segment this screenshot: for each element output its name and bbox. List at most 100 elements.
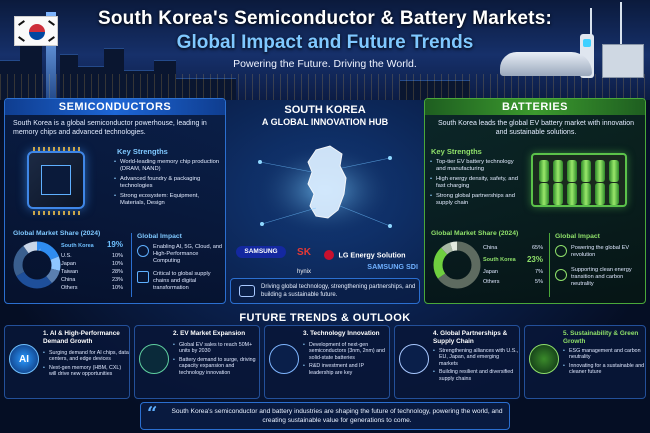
closing-quote-bar: “ South Korea's semiconductor and batter… [140, 402, 510, 430]
semiconductors-key-strengths-title: Key Strengths [117, 147, 168, 156]
divider [131, 233, 132, 297]
battery-pack-icon [531, 153, 627, 207]
trend-title: 5. Sustainability & Green Growth [563, 330, 639, 345]
list-item: Surging demand for AI chips, data center… [43, 350, 129, 363]
trend-title: 4. Global Partnerships & Supply Chain [433, 330, 508, 345]
trend-card-partnerships: 4. Global Partnerships & Supply Chain St… [394, 325, 520, 399]
lg-energy-solution-logo: LG Energy Solution [324, 246, 418, 264]
south-korea-flag-icon [14, 16, 58, 46]
semiconductors-impact-item: Enabling AI, 5G, Cloud, and High-Perform… [153, 244, 223, 264]
list-item: ESG management and carbon neutrality [563, 348, 645, 361]
list-item: Strengthening alliances with U.S., EU, J… [433, 348, 519, 367]
legend-row: U.S.10% [61, 253, 123, 259]
trend-card-ev: 2. EV Market Expansion Global EV sales t… [134, 325, 260, 399]
divider [549, 233, 550, 297]
tagline: Powering the Future. Driving the World. [233, 58, 417, 70]
list-item: Top-tier EV battery technology and manuf… [429, 159, 519, 173]
batteries-global-impact-title: Global Impact [555, 233, 600, 240]
semiconductors-slice [13, 241, 61, 289]
batteries-slice [433, 241, 481, 289]
semiconductors-impact-item: Critical to global supply chains and dig… [153, 271, 211, 291]
batteries-market-share-title: Global Market Share (2024) [431, 230, 519, 237]
samsung-sdi-logo: SAMSUNG SDI [367, 262, 418, 271]
semiconductors-description: South Korea is a global semiconductor po… [13, 120, 207, 136]
leaf-icon [555, 269, 567, 281]
korea-map-illustration [253, 142, 397, 238]
legend-row: South Korea 19% [61, 240, 123, 250]
list-item: Innovating for a sustainable and cleaner… [563, 363, 645, 376]
list-item: Strong global partnerships and supply ch… [429, 193, 519, 207]
batteries-impact-item: Supporting clean energy transition and c… [571, 267, 632, 287]
semiconductors-key-strengths-list: World-leading memory chip production (DR… [113, 159, 223, 210]
list-item: Strong ecosystem: Equipment, Materials, … [113, 193, 223, 207]
hub-statement-text: Driving global technology, strengthening… [261, 284, 416, 298]
list-item: Advanced foundry & packaging technologie… [113, 176, 223, 190]
samsung-logo: SAMSUNG [236, 246, 286, 258]
trend-list: Strengthening alliances with U.S., EU, J… [433, 348, 519, 384]
center-country-title: SOUTH KOREA [284, 104, 366, 116]
ai-chip-icon: AI [9, 344, 39, 374]
globe-icon [137, 245, 149, 257]
list-item: World-leading memory chip production (DR… [113, 159, 223, 173]
batteries-market-share-donut [433, 241, 481, 289]
list-item: R&D investment and IP leadership are key [303, 363, 389, 376]
trend-title: 2. EV Market Expansion [173, 330, 246, 337]
trend-card-ai: AI 1. AI & High-Performance Demand Growt… [4, 325, 130, 399]
lg-icon [324, 249, 334, 260]
network-icon [137, 271, 149, 283]
batteries-description: South Korea leads the global EV battery … [437, 120, 635, 136]
list-item: High energy density, safety, and fast ch… [429, 176, 519, 190]
quote-icon: “ [147, 403, 158, 424]
closing-quote-text: South Korea's semiconductor and battery … [171, 408, 503, 424]
page-title: South Korea's Semiconductor & Battery Ma… [98, 8, 552, 29]
batteries-panel: BATTERIES South Korea leads the global E… [424, 98, 646, 304]
trend-list: Development of next-gen semiconductors (… [303, 342, 389, 378]
semiconductors-market-share-donut [13, 241, 61, 289]
semiconductors-panel: SEMICONDUCTORS South Korea is a global s… [4, 98, 226, 304]
semiconductors-slice [13, 241, 61, 289]
center-subtitle: A GLOBAL INNOVATION HUB [261, 117, 389, 127]
header-skyline-background [0, 0, 650, 100]
batteries-slice [433, 241, 481, 289]
semiconductors-slice [13, 241, 61, 289]
list-item: Battery demand to surge, driving capacit… [173, 357, 259, 376]
trend-list: ESG management and carbon neutrality Inn… [563, 348, 645, 378]
trend-title: 1. AI & High-Performance Demand Growth [43, 330, 120, 345]
list-item: Next-gen memory (HBM, CXL) will drive ne… [43, 365, 129, 378]
lightbulb-icon [269, 344, 299, 374]
trend-card-sustainability: 5. Sustainability & Green Growth ESG man… [524, 325, 646, 399]
microchip-icon [27, 151, 85, 209]
future-trends-heading: FUTURE TRENDS & OUTLOOK [239, 312, 411, 324]
list-item: Development of next-gen semiconductors (… [303, 342, 389, 361]
ev-car-icon [139, 344, 169, 374]
trend-list: Global EV sales to reach 50M+ units by 2… [173, 342, 259, 378]
trend-title: 3. Technology Innovation [303, 330, 380, 337]
ev-charging-scene [470, 0, 650, 100]
hub-statement-box: Driving global technology, strengthening… [230, 278, 420, 304]
list-item: Global EV sales to reach 50M+ units by 2… [173, 342, 259, 355]
semiconductors-global-impact-title: Global Impact [137, 233, 182, 240]
semiconductors-slice [13, 241, 61, 289]
leaf-globe-icon [529, 344, 559, 374]
batteries-key-strengths-list: Top-tier EV battery technology and manuf… [429, 159, 519, 210]
legend-row: South Korea 23% [483, 255, 543, 264]
handshake-icon [239, 285, 255, 297]
trend-card-technology: 3. Technology Innovation Development of … [264, 325, 390, 399]
batteries-heading: BATTERIES [425, 99, 645, 115]
page-subtitle: Global Impact and Future Trends [176, 32, 474, 53]
ev-icon [555, 245, 567, 257]
list-item: Building resilient and diversified suppl… [433, 369, 519, 382]
handshake-icon [399, 344, 429, 374]
semiconductors-heading: SEMICONDUCTORS [5, 99, 225, 115]
batteries-key-strengths-title: Key Strengths [431, 147, 482, 156]
batteries-impact-item: Powering the global EV revolution [571, 245, 630, 258]
